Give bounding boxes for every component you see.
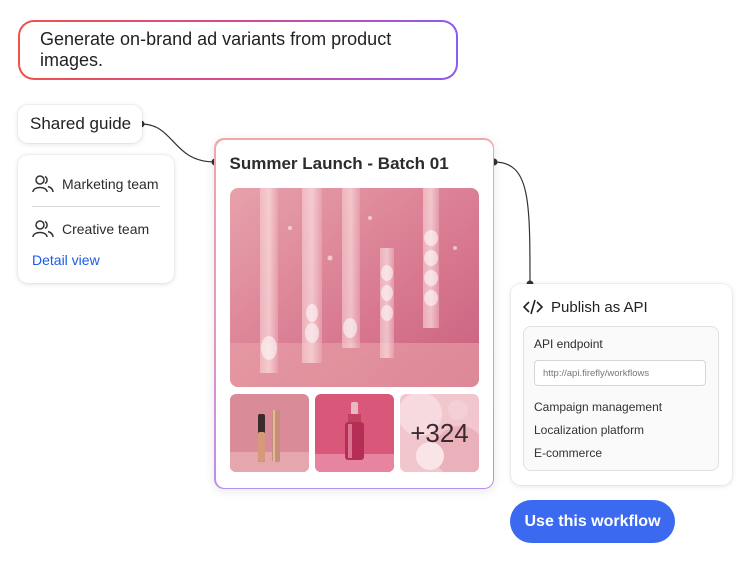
integration-list: Campaign management Localization platfor…	[534, 396, 708, 465]
thumbnail-more[interactable]: +324	[400, 394, 479, 472]
thumbnail-mascara[interactable]	[230, 394, 309, 472]
api-details: API endpoint Campaign management Localiz…	[523, 326, 719, 471]
shared-guide-label: Shared guide	[30, 114, 132, 133]
mascara-image	[230, 394, 309, 472]
api-header[interactable]: Publish as API	[523, 296, 720, 318]
detail-view-link[interactable]: Detail view	[32, 252, 100, 268]
thumbnail-serum-bottle[interactable]	[315, 394, 394, 472]
prompt-box[interactable]: Generate on-brand ad variants from produ…	[18, 20, 458, 80]
code-icon	[523, 299, 543, 315]
api-endpoint-field[interactable]	[534, 360, 706, 386]
integration-item[interactable]: Localization platform	[534, 423, 645, 437]
api-endpoint-label: API endpoint	[534, 337, 603, 351]
connector-guide-to-batch	[140, 123, 216, 163]
bubbles-image	[400, 394, 479, 472]
integration-item[interactable]: Campaign management	[534, 400, 663, 414]
batch-title: Summer Launch - Batch 01	[229, 153, 449, 173]
more-count: +324	[410, 417, 469, 448]
api-title: Publish as API	[551, 298, 648, 316]
hero-image[interactable]	[230, 188, 479, 387]
prompt-text: Generate on-brand ad variants from produ…	[20, 22, 456, 78]
users-icon	[32, 175, 54, 193]
divider	[32, 206, 160, 207]
thumbnail-strip: +324	[230, 394, 479, 472]
team-item-creative[interactable]: Creative team	[32, 214, 160, 244]
batch-card[interactable]: Summer Launch - Batch 01	[214, 138, 494, 489]
team-item-marketing[interactable]: Marketing team	[32, 169, 160, 199]
use-workflow-button[interactable]: Use this workflow	[510, 500, 675, 543]
connector-batch-to-api	[493, 161, 531, 285]
serum-bottle-image	[315, 394, 394, 472]
serum-droppers-image	[230, 188, 479, 387]
publish-api-card: Publish as API API endpoint Campaign man…	[511, 284, 732, 485]
team-item-label: Marketing team	[62, 176, 159, 192]
users-icon	[32, 220, 54, 238]
integration-item[interactable]: E-commerce	[534, 446, 603, 460]
team-card: Marketing team Creative team Detail view	[18, 155, 174, 283]
shared-guide-node[interactable]: Shared guide	[18, 105, 142, 143]
team-item-label: Creative team	[62, 221, 150, 237]
